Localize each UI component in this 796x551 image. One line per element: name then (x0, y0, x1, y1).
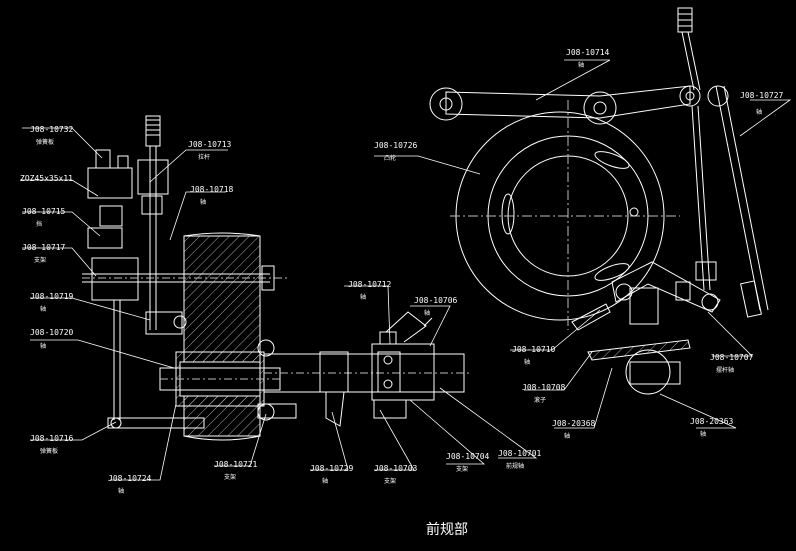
label-code: J08-10715 (22, 207, 66, 216)
label-code: J08-10724 (108, 474, 152, 483)
label-code: J08-10720 (30, 328, 74, 337)
label-sub: 支架 (224, 473, 236, 481)
label-sub: 弹簧板 (36, 138, 54, 146)
spring-coil (740, 280, 762, 318)
label-code: J08-10729 (310, 464, 354, 473)
label-code: J08-10721 (214, 460, 258, 469)
label-code: J08-10708 (522, 383, 566, 392)
label-code: J08-10713 (188, 140, 232, 149)
label-sub: 轴 (756, 108, 762, 116)
label-sub: 支架 (456, 465, 468, 473)
label-code: J08-10716 (30, 434, 74, 443)
label-code: J08-10712 (348, 280, 392, 289)
label-sub: 轴 (564, 432, 570, 440)
label-code: J08-10718 (190, 185, 234, 194)
label-sub: 轴 (40, 305, 46, 313)
label-sub: 轴 (578, 61, 584, 69)
label-sub: 轴 (524, 358, 530, 366)
label-code: J08-20363 (690, 417, 734, 426)
label-code: J08-10726 (374, 141, 418, 150)
label-sub: 轴 (40, 342, 46, 350)
label-sub: 轴 (200, 198, 206, 206)
label-code: J08-10710 (512, 345, 556, 354)
lower-roller (625, 349, 671, 395)
label-code: J08-20368 (552, 419, 596, 428)
label-sub: 挡 (36, 220, 42, 228)
label-sub: 轴 (424, 309, 430, 317)
label-code: J08-10732 (30, 125, 74, 134)
label-code: J08-10727 (740, 91, 784, 100)
label-sub: 前规轴 (506, 462, 524, 470)
label-sub: 摆杆轴 (716, 366, 734, 374)
label-code: J08-10714 (566, 48, 610, 57)
label-sub: 轴 (322, 477, 328, 485)
label-code: J08-10706 (414, 296, 458, 305)
label-sub: 滚子 (534, 396, 546, 404)
right-assembly (429, 7, 769, 395)
label-sub: 轴 (118, 487, 124, 495)
label-code: J08-10703 (374, 464, 418, 473)
label-code: J08-10719 (30, 292, 74, 301)
label-code: J08-10717 (22, 243, 66, 252)
leader-lines (20, 59, 792, 481)
label-sub: 轴 (700, 430, 706, 438)
label-code: J08-10701 (498, 449, 542, 458)
labels: J08-10732 弹簧板 ZOZ45x35x11 J08-10715 挡 J0… (20, 48, 784, 495)
drawing-title: 前规部 (426, 521, 468, 538)
label-sub: 拉杆 (198, 153, 210, 161)
label-sub: 支架 (34, 256, 46, 264)
spring-bolt-top (145, 115, 161, 147)
label-sub: 凸轮 (384, 154, 396, 162)
label-sub: 弹簧板 (40, 447, 58, 455)
label-sub: 轴 (360, 293, 366, 301)
label-code: J08-10707 (710, 353, 754, 362)
link-bar (445, 85, 691, 119)
label-code: ZOZ45x35x11 (20, 174, 73, 183)
left-assembly (82, 115, 470, 441)
label-sub: 支架 (384, 477, 396, 485)
label-code: J08-10704 (446, 452, 490, 461)
